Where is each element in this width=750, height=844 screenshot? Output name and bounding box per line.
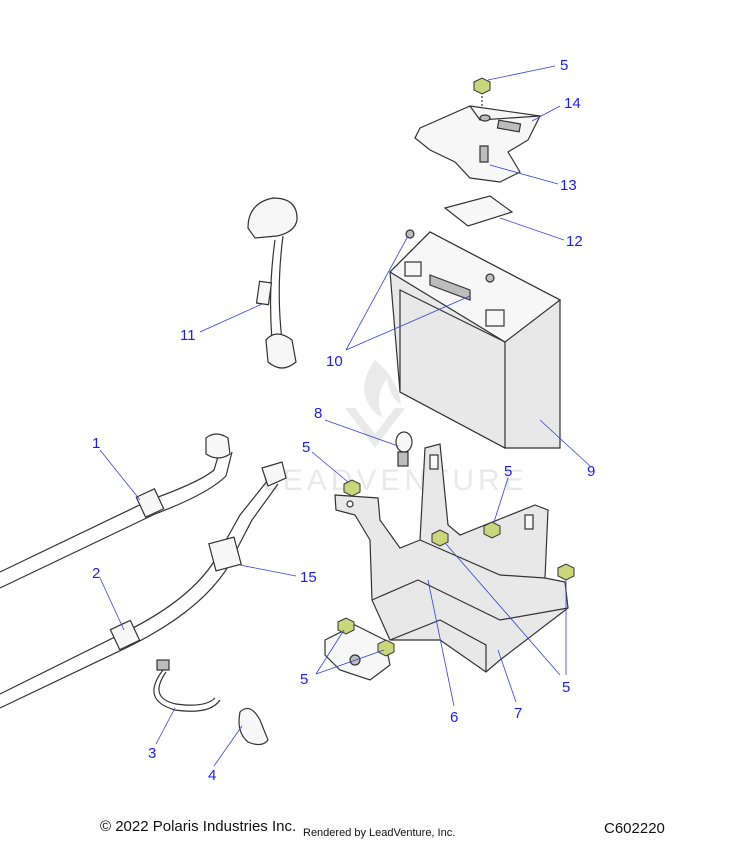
watermark-logo: LEADVENTURE bbox=[262, 360, 528, 497]
callout-5-right[interactable]: 5 bbox=[562, 679, 570, 696]
part-4-clip-ring[interactable] bbox=[238, 707, 269, 746]
part-5-nut-top[interactable] bbox=[473, 77, 491, 108]
part-3-cable-tie[interactable] bbox=[153, 659, 221, 712]
callout-10[interactable]: 10 bbox=[326, 353, 343, 370]
part-1-cable[interactable] bbox=[0, 433, 233, 589]
callout-5-top[interactable]: 5 bbox=[560, 57, 568, 74]
callout-15[interactable]: 15 bbox=[300, 569, 317, 586]
callout-14[interactable]: 14 bbox=[564, 95, 581, 112]
callout-3[interactable]: 3 bbox=[148, 745, 156, 762]
watermark-text: LEADVENTURE bbox=[262, 464, 528, 497]
leader-lines bbox=[99, 65, 591, 767]
callout-5-center[interactable]: 5 bbox=[504, 463, 512, 480]
part-5-nut-left[interactable] bbox=[343, 479, 361, 497]
part-5-nut-right[interactable] bbox=[557, 563, 575, 581]
part-5-nut-lower-a[interactable] bbox=[337, 617, 355, 635]
part-5-nut-center[interactable] bbox=[483, 521, 501, 539]
part-14-hold-down-plate[interactable] bbox=[414, 105, 541, 183]
callout-7[interactable]: 7 bbox=[514, 705, 522, 722]
callout-12[interactable]: 12 bbox=[566, 233, 583, 250]
part-2-cable[interactable] bbox=[0, 461, 287, 709]
part-12-pad[interactable] bbox=[443, 195, 514, 227]
part-5-nut-lower-b[interactable] bbox=[377, 639, 395, 657]
callout-5-left[interactable]: 5 bbox=[302, 439, 310, 456]
callout-6[interactable]: 6 bbox=[450, 709, 458, 726]
copyright-text: © 2022 Polaris Industries Inc. bbox=[100, 818, 297, 835]
callout-8[interactable]: 8 bbox=[314, 405, 322, 422]
callout-4[interactable]: 4 bbox=[208, 767, 216, 784]
part-7-battery-tray[interactable] bbox=[334, 443, 569, 673]
callout-11[interactable]: 11 bbox=[180, 327, 196, 344]
part-8-eye-bolt[interactable] bbox=[395, 431, 413, 467]
part-13-stud[interactable] bbox=[479, 145, 489, 163]
callout-9[interactable]: 9 bbox=[587, 463, 595, 480]
callout-2[interactable]: 2 bbox=[92, 565, 100, 582]
callout-13[interactable]: 13 bbox=[560, 177, 577, 194]
part-11-cable-boot[interactable] bbox=[247, 197, 298, 369]
diagram-code: C602220 bbox=[604, 820, 665, 837]
part-6-clamp[interactable] bbox=[324, 624, 391, 681]
part-5-nut-mid[interactable] bbox=[431, 529, 449, 547]
rendered-by-text: Rendered by LeadVenture, Inc. bbox=[303, 827, 456, 839]
part-15-clip[interactable] bbox=[208, 536, 242, 572]
callout-5-lower[interactable]: 5 bbox=[300, 671, 308, 688]
callout-1[interactable]: 1 bbox=[92, 435, 100, 452]
callout-labels: 5 14 13 12 11 10 9 8 5 5 1 2 15 5 5 5 6 … bbox=[92, 57, 595, 784]
part-9-battery[interactable] bbox=[389, 229, 562, 449]
